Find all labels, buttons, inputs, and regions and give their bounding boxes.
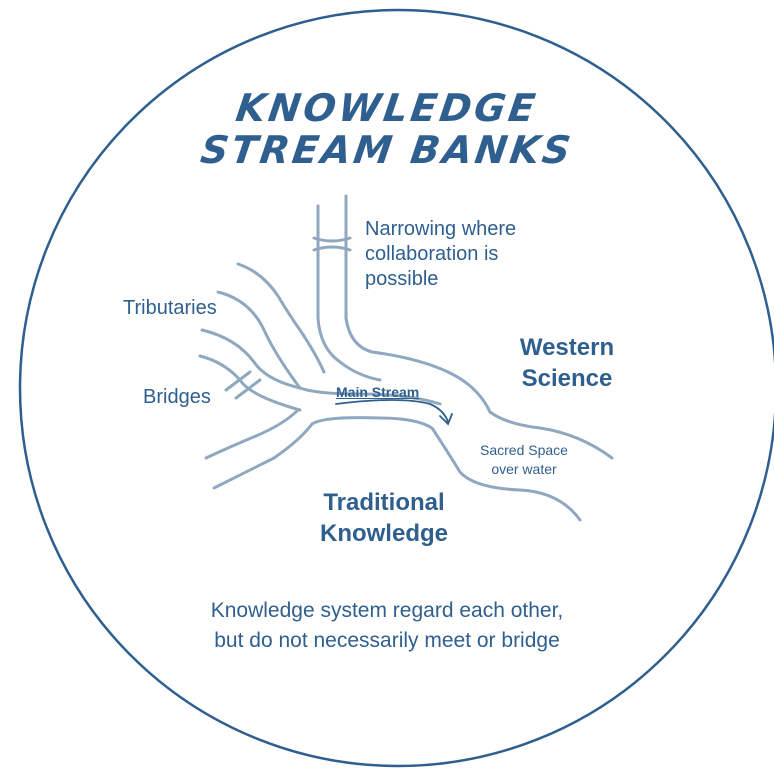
bridge-mark-1 <box>224 370 252 392</box>
sacred-space-label: Sacred Space over water <box>462 441 586 479</box>
caption-line-1: Knowledge system regard each other, <box>210 599 564 622</box>
tributary-2 <box>216 290 302 390</box>
caption: Knowledge system regard each other, but … <box>0 596 774 656</box>
caption-line-2: but do not necessarily meet or bridge <box>214 629 560 652</box>
western-science-line-2: Science <box>521 365 613 392</box>
narrowing-line-2: collaboration is <box>365 243 499 265</box>
narrow-channel-left-bank <box>316 204 382 382</box>
title-line-1: KNOWLEDGE <box>233 86 541 130</box>
traditional-knowledge-line-2: Knowledge <box>319 520 448 547</box>
narrowing-mark-top <box>312 236 352 243</box>
main-stream-lower-bank <box>212 416 582 522</box>
main-stream-label: Main Stream <box>336 384 420 400</box>
tributary-1 <box>236 262 326 374</box>
traditional-knowledge-label: Traditional Knowledge <box>294 487 474 549</box>
lower-bank-inner <box>204 408 300 460</box>
tributary-3 <box>200 328 302 390</box>
narrowing-label: Narrowing where collaboration is possibl… <box>365 217 516 292</box>
main-stream-arrow <box>335 399 449 423</box>
bridges-label: Bridges <box>143 386 211 408</box>
western-science-label: Western Science <box>496 332 638 394</box>
narrowing-line-3: possible <box>365 268 439 290</box>
main-stream-arrowhead <box>439 413 453 426</box>
outer-circle <box>18 8 774 768</box>
narrowing-mark-bottom <box>312 245 352 252</box>
main-stream-upper-bank <box>298 386 442 406</box>
narrowing-line-1: Narrowing where <box>365 218 517 240</box>
narrow-channel-right-bank <box>344 194 614 460</box>
bridge-mark-2 <box>234 378 262 400</box>
western-science-line-1: Western <box>519 334 615 361</box>
sacred-space-line-1: Sacred Space <box>480 442 568 458</box>
sacred-space-line-2: over water <box>491 461 557 477</box>
traditional-knowledge-line-1: Traditional <box>323 489 445 516</box>
tributaries-label: Tributaries <box>123 297 217 319</box>
title-line-2: STREAM BANKS <box>197 128 577 172</box>
